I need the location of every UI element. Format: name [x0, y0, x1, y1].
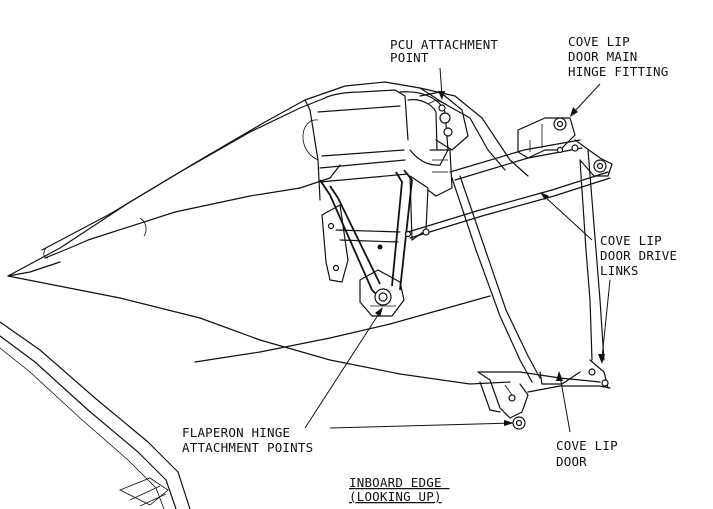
label-cove-lip-drive-links: COVE LIP DOOR DRIVE LINKS [600, 233, 685, 278]
label-cove-lip-door: COVE LIP DOOR [556, 438, 626, 469]
leader-lines [304, 67, 611, 433]
adjacent-panel [0, 321, 191, 509]
pcu-housing [302, 89, 469, 201]
label-pcu-attachment: PCU ATTACHMENT POINT [390, 37, 506, 65]
hinge-truss [319, 169, 429, 317]
label-cove-lip-main-hinge: COVE LIP DOOR MAIN HINGE FITTING [568, 34, 668, 79]
cove-lip-structure [404, 117, 613, 430]
label-flaperon-hinge: FLAPERON HINGE ATTACHMENT POINTS [182, 425, 313, 455]
view-caption: INBOARD EDGE (LOOKING UP) [349, 475, 449, 504]
flaperon-body [7, 81, 529, 385]
